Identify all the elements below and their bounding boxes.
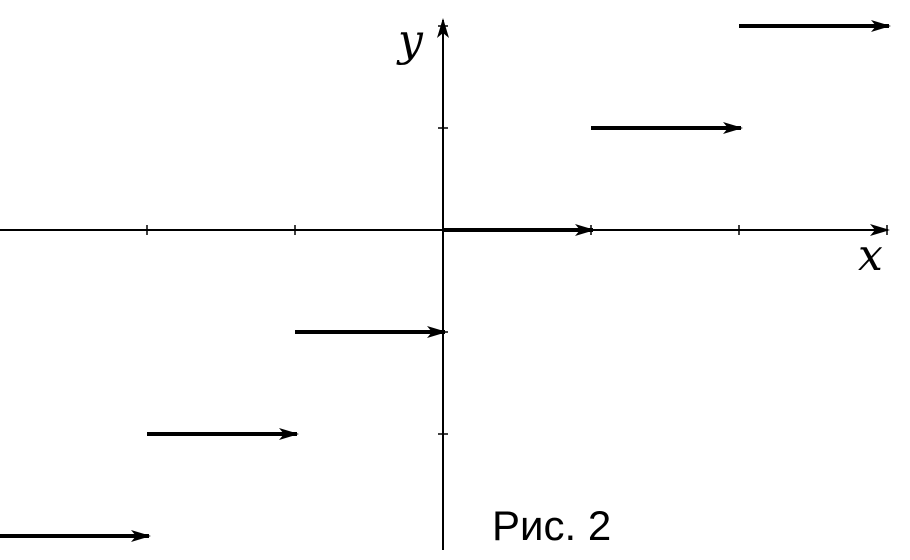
y-axis-label: y <box>396 15 424 66</box>
figure-caption: Рис. 2 <box>492 502 611 549</box>
x-axis-label: x <box>858 230 883 281</box>
step-vectors <box>0 20 891 542</box>
